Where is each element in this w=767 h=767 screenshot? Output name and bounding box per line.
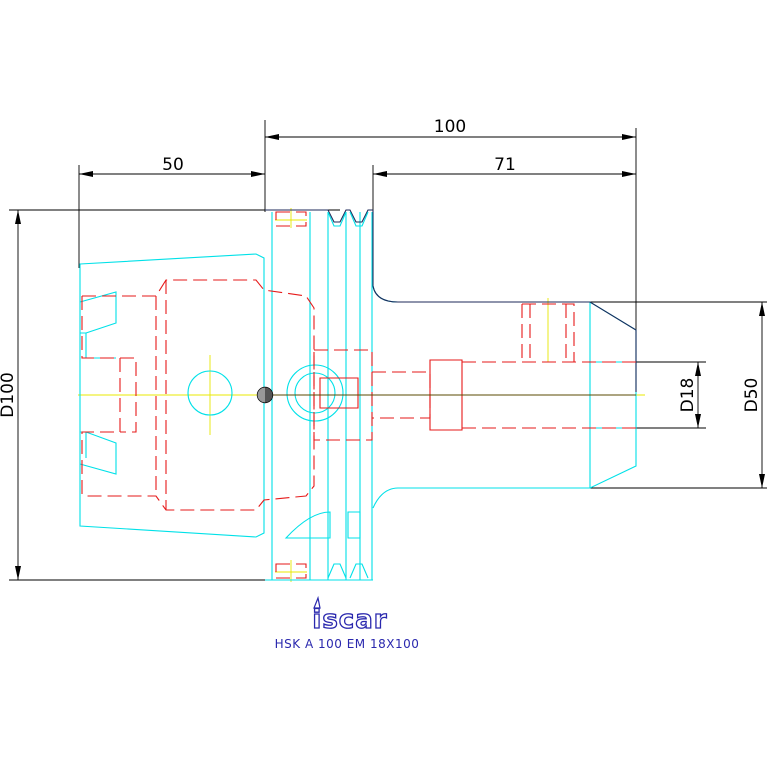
tool-caption: HSK A 100 EM 18X100 (275, 637, 420, 651)
hidden-lines (81, 211, 636, 579)
dimension-lines (9, 120, 767, 581)
dim-d50-label: D50 (742, 378, 762, 413)
dim-d100-label: D100 (0, 372, 18, 418)
dim-100-label: 100 (434, 117, 466, 137)
brand-logo-text: iscar (312, 605, 387, 635)
dim-50-label: 50 (162, 155, 184, 175)
axis-reference (256, 386, 636, 404)
dim-d18-label: D18 (678, 378, 698, 413)
tool-outline (79, 209, 637, 581)
brand-logo: iscar (312, 595, 387, 636)
dim-71-label: 71 (494, 155, 516, 175)
